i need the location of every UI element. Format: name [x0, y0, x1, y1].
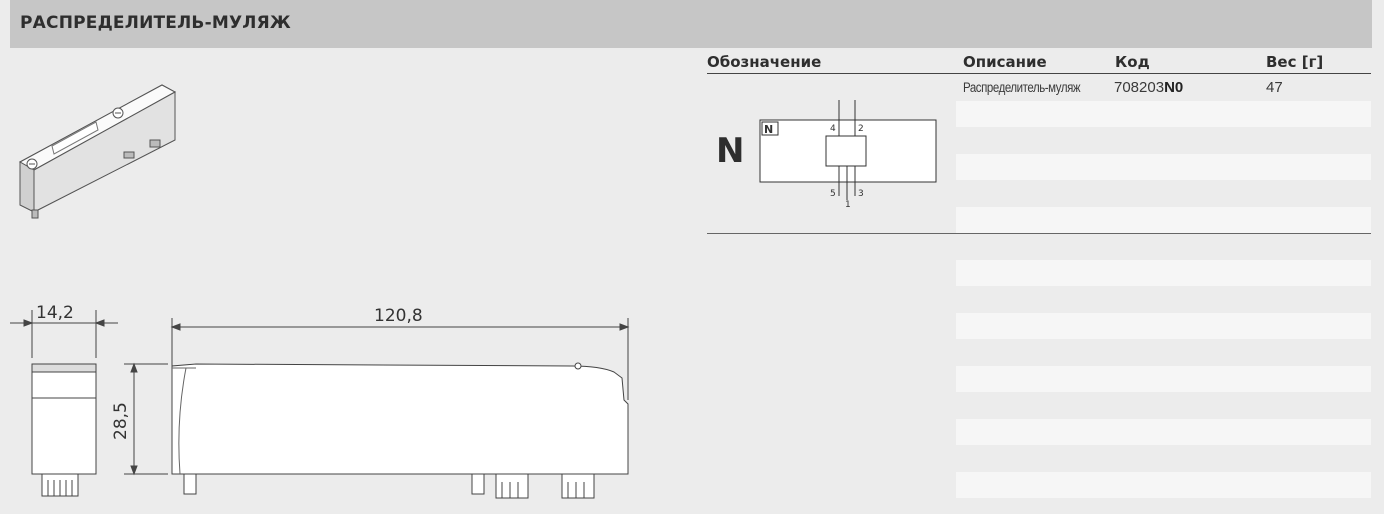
description-cell: Распределитель-муляж [963, 80, 1081, 95]
column-header-description: Описание [963, 53, 1047, 71]
pin-label: 3 [858, 189, 864, 199]
code-suffix: N0 [1164, 79, 1184, 96]
end-view-drawing [10, 310, 118, 497]
pin-label: 4 [830, 124, 836, 134]
product-3d-view [18, 84, 177, 219]
table-stripe [956, 207, 1371, 233]
table-stripe [956, 419, 1371, 445]
column-header-designation: Обозначение [707, 53, 822, 71]
dimension-width: 14,2 [36, 303, 74, 323]
code-prefix: 708203 [1114, 79, 1165, 96]
designation-symbol: N [716, 131, 745, 171]
schematic-symbol [759, 100, 937, 200]
pin-label: 2 [858, 124, 864, 134]
side-view-drawing [124, 318, 630, 499]
table-stripe [956, 154, 1371, 180]
table-stripe [956, 366, 1371, 392]
table-divider [707, 233, 1371, 234]
schematic-box-label: N [764, 123, 773, 136]
weight-cell: 47 [1266, 79, 1283, 96]
table-stripe [956, 260, 1371, 286]
pin-label: 1 [845, 200, 851, 210]
table-stripe [956, 101, 1371, 127]
table-stripe [956, 313, 1371, 339]
section-title: РАСПРЕДЕЛИТЕЛЬ-МУЛЯЖ [20, 13, 291, 33]
code-cell: 708203N0 [1114, 79, 1183, 96]
table-header: Обозначение Описание Код Вес [г] [707, 51, 1371, 74]
pin-label: 5 [830, 189, 836, 199]
section-header: РАСПРЕДЕЛИТЕЛЬ-МУЛЯЖ [10, 0, 1372, 48]
dimension-height: 28,5 [111, 402, 131, 440]
dimension-length: 120,8 [374, 306, 423, 326]
table-stripe [956, 472, 1371, 498]
column-header-code: Код [1115, 53, 1150, 71]
column-header-weight: Вес [г] [1266, 53, 1324, 71]
